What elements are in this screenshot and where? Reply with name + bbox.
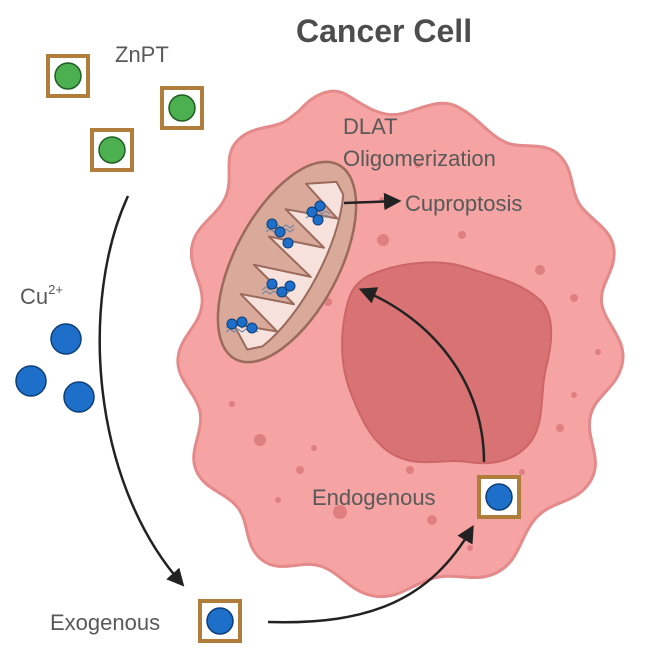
nucleus <box>341 261 553 465</box>
copper-ion <box>63 381 95 413</box>
dlat-cluster-2 <box>305 200 331 226</box>
copper-symbol: Cu <box>20 284 48 309</box>
dlat-label-line1: DLAT <box>343 114 398 139</box>
diagram-title: Cancer Cell <box>296 13 472 49</box>
cytoplasm-granules <box>229 162 601 551</box>
znpt-molecule <box>46 54 90 98</box>
znpt-molecule <box>160 86 204 130</box>
endogenous-to-mitochondria-arrow <box>358 287 486 463</box>
dlat-clusters <box>225 200 331 334</box>
dlat-to-cuproptosis-arrow <box>343 192 402 211</box>
znpt-to-exogenous-arrow <box>98 195 185 587</box>
copper-ions <box>15 323 95 413</box>
copper-ion-label: Cu2+ <box>20 282 63 309</box>
copper-ion <box>15 365 47 397</box>
cuproptosis-label: Cuproptosis <box>405 191 522 216</box>
exogenous-label: Exogenous <box>50 610 160 635</box>
dlat-cluster-4 <box>225 316 259 334</box>
dlat-label-line2: Oligomerization <box>343 146 496 171</box>
dlat-cluster-1 <box>265 218 295 249</box>
endogenous-complex <box>477 475 521 519</box>
znpt-label: ZnPT <box>115 42 169 67</box>
copper-ion <box>50 323 82 355</box>
copper-charge: 2+ <box>48 282 63 297</box>
exogenous-complex <box>198 599 242 643</box>
endogenous-label: Endogenous <box>312 485 436 510</box>
exogenous-to-endogenous-arrow <box>267 524 474 624</box>
dlat-cluster-3 <box>261 278 296 298</box>
znpt-molecule <box>90 128 134 172</box>
